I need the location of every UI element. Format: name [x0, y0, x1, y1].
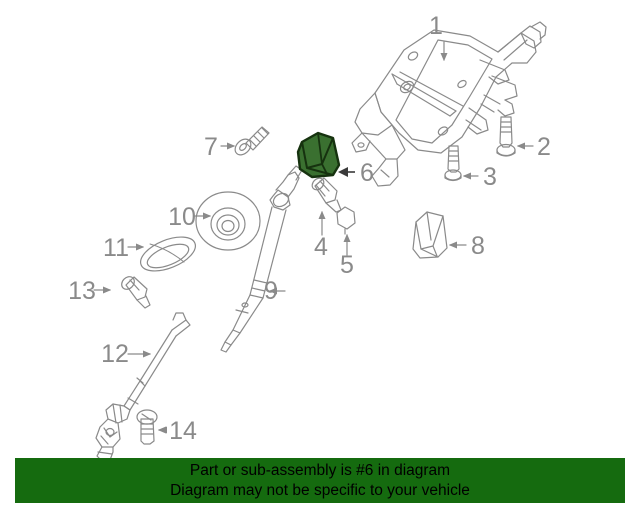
callout-label-8: 8 [471, 232, 485, 260]
callout-label-1: 1 [429, 12, 443, 40]
notice-line-1: Part or sub-assembly is #6 in diagram [189, 461, 451, 479]
part-13-bolt [121, 276, 151, 309]
notice-line-2: Diagram may not be specific to your vehi… [170, 481, 470, 499]
part-10-boot-disc [195, 191, 261, 251]
callout-label-6: 6 [360, 159, 374, 187]
callout-label-12: 12 [101, 340, 129, 368]
part-4-pinch-bolt [311, 177, 342, 213]
callout-arrow-6 [338, 167, 355, 177]
part-11-oval-seal [140, 236, 196, 272]
callout-labels: 1 2 3 4 5 6 7 8 9 10 11 12 13 14 [68, 12, 551, 445]
callout-label-9: 9 [264, 277, 278, 305]
callout-label-7: 7 [204, 133, 218, 161]
callout-label-13: 13 [68, 277, 96, 305]
part-5-hex-nut [336, 206, 356, 235]
callout-label-4: 4 [314, 233, 328, 261]
part-1-steering-column-assembly [351, 21, 547, 187]
part-7-screw [234, 126, 270, 156]
part-14-bolt [136, 409, 158, 445]
callout-label-11: 11 [103, 234, 129, 262]
callout-label-14: 14 [169, 417, 197, 445]
diagram-notice-banner: Part or sub-assembly is #6 in diagram Di… [15, 458, 625, 503]
callout-label-3: 3 [483, 163, 497, 191]
part-2-bolt [496, 116, 516, 157]
callout-label-2: 2 [537, 133, 551, 161]
part-6-highlighted-bracket [296, 131, 341, 179]
part-12-lower-steering-shaft [95, 312, 191, 462]
callout-label-10: 10 [168, 203, 196, 231]
callout-label-5: 5 [340, 251, 354, 279]
part-3-bolt [444, 145, 462, 182]
part-9-intermediate-shaft [220, 165, 303, 353]
part-8-bracket [412, 211, 448, 259]
